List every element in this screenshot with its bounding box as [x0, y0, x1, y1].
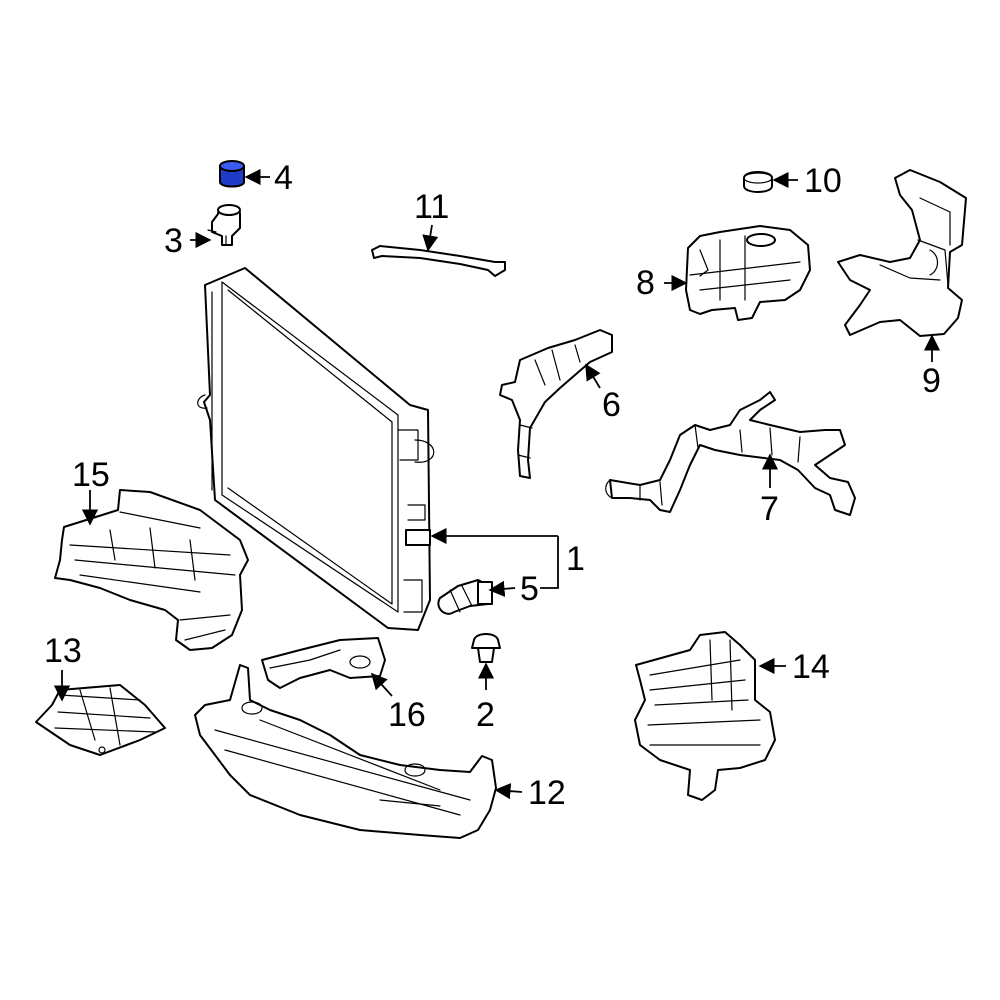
radiator-part[interactable]	[197, 267, 435, 631]
sensor-part[interactable]	[207, 204, 241, 246]
leader-6	[585, 363, 601, 389]
lower-carrier-part[interactable]	[194, 664, 497, 839]
upper-hose-part[interactable]	[499, 329, 613, 479]
callout-11: 11	[414, 188, 449, 226]
callout-15: 15	[72, 456, 110, 494]
callout-13: 13	[44, 632, 82, 670]
callout-8: 8	[636, 264, 655, 302]
callout-labels: 1 2 3 4 5 6 7 8 9 10 11 12 13 14 15 16	[44, 159, 941, 812]
callout-7: 7	[760, 490, 779, 528]
cap-part-highlighted[interactable]	[219, 160, 245, 188]
leader-lines	[53, 168, 941, 800]
leader-5	[488, 580, 516, 597]
leader-1-bracket	[540, 536, 559, 589]
bracket-part[interactable]	[837, 169, 967, 337]
air-duct-left-part[interactable]	[54, 489, 249, 651]
callout-4: 4	[274, 159, 293, 197]
callout-6: 6	[602, 386, 621, 424]
callout-1: 1	[566, 540, 585, 578]
air-duct-right-part[interactable]	[634, 631, 776, 801]
leader-12	[494, 783, 523, 800]
sensor-plug-part[interactable]	[437, 579, 493, 615]
lower-hose-part[interactable]	[605, 391, 856, 516]
vent-hose-part[interactable]	[371, 245, 506, 277]
support-bracket-part[interactable]	[261, 637, 386, 689]
callout-14: 14	[792, 648, 830, 686]
callout-2: 2	[476, 696, 495, 734]
expansion-tank-part[interactable]	[685, 225, 811, 321]
callout-3: 3	[164, 222, 183, 260]
callout-5: 5	[520, 570, 539, 608]
callout-10: 10	[804, 162, 842, 200]
callout-16: 16	[388, 696, 426, 734]
callout-9: 9	[922, 362, 941, 400]
callout-12: 12	[528, 774, 566, 812]
grommet-part[interactable]	[471, 633, 501, 663]
leader-16	[370, 672, 393, 697]
cover-pad-part[interactable]	[35, 684, 166, 756]
tank-cap-part[interactable]	[743, 171, 773, 193]
leader-11	[422, 224, 439, 252]
